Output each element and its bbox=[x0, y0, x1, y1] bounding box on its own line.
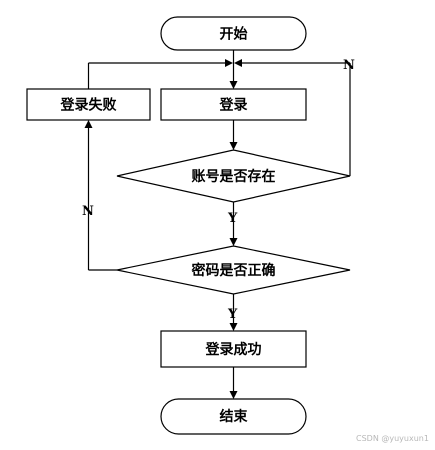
account-exists-label: 账号是否存在 bbox=[192, 168, 276, 185]
end-node: 结束 bbox=[160, 398, 307, 435]
arrow-password-yes bbox=[229, 294, 238, 331]
arrow-account-no-loop bbox=[234, 59, 351, 176]
password-correct-label: 密码是否正确 bbox=[191, 262, 276, 279]
arrow-login-to-account-check bbox=[229, 120, 238, 150]
arrow-login-failed-loop bbox=[87, 59, 233, 89]
login-label: 登录 bbox=[219, 97, 248, 114]
login-failed-node: 登录失败 bbox=[26, 88, 151, 121]
watermark-text: CSDN @yuyuxun1 bbox=[356, 434, 429, 443]
branch-password-no-label: N bbox=[82, 204, 94, 219]
branch-account-yes-label: Y bbox=[227, 211, 238, 226]
arrow-start-to-login bbox=[229, 50, 238, 89]
login-success-node: 登录成功 bbox=[160, 330, 307, 368]
arrow-account-yes bbox=[229, 202, 238, 246]
login-node: 登录 bbox=[160, 88, 307, 121]
start-label: 开始 bbox=[220, 26, 248, 43]
login-success-label: 登录成功 bbox=[205, 341, 262, 358]
login-failed-label: 登录失败 bbox=[60, 97, 118, 114]
branch-password-yes-label: Y bbox=[227, 307, 238, 322]
start-node: 开始 bbox=[160, 16, 307, 51]
password-correct-decision: 密码是否正确 bbox=[116, 245, 351, 295]
arrow-success-to-end bbox=[229, 367, 238, 399]
branch-account-no-label: N bbox=[343, 58, 355, 73]
end-label: 结束 bbox=[220, 408, 249, 425]
account-exists-decision: 账号是否存在 bbox=[116, 149, 351, 203]
arrow-password-no bbox=[84, 120, 117, 271]
